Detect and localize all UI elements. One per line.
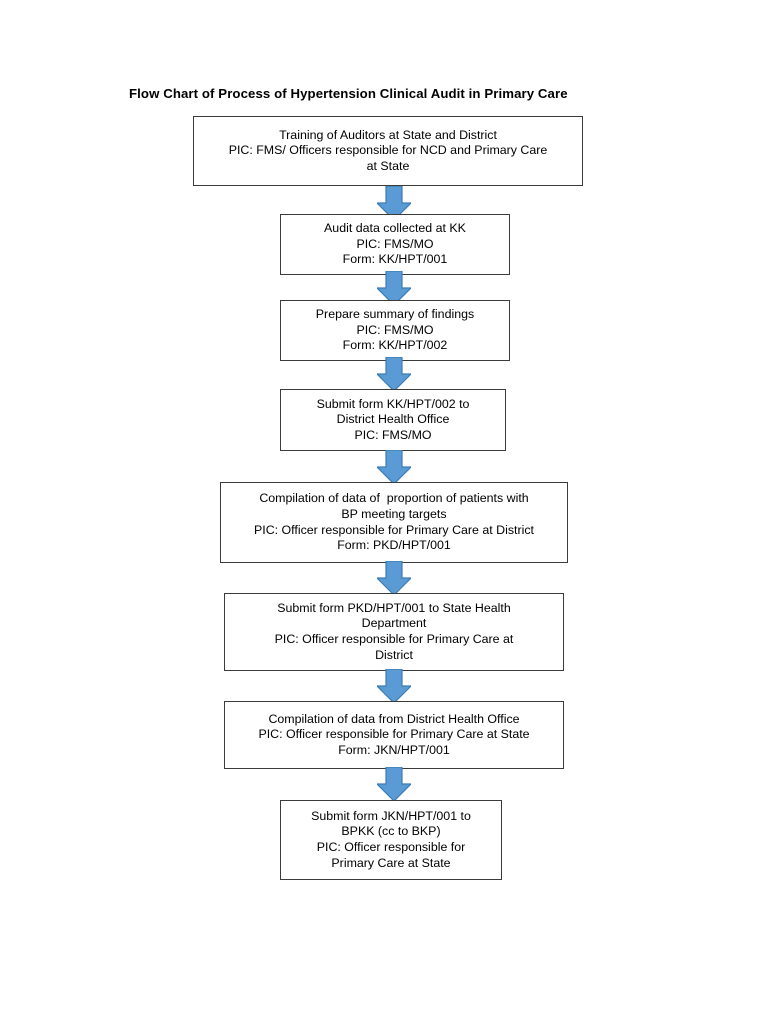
flow-node-7[interactable]: Compilation of data from District Health… bbox=[224, 701, 564, 769]
flow-arrow-4 bbox=[377, 450, 411, 484]
flow-node-7-line-3: Form: JKN/HPT/001 bbox=[338, 742, 450, 757]
flow-node-8-line-3: PIC: Officer responsible for bbox=[316, 840, 466, 854]
flow-node-6-line-2: Department bbox=[361, 616, 427, 631]
flow-node-3-line-2: PIC: FMS/MO bbox=[356, 322, 434, 337]
flow-node-4-line-3: PIC: FMS/MO bbox=[354, 427, 432, 442]
flow-node-6[interactable]: Submit form PKD/HPT/001 to State Health … bbox=[224, 593, 564, 671]
flow-node-8-line-4: Primary Care at State bbox=[331, 855, 451, 870]
flow-node-3-line-1: Prepare summary of findings bbox=[315, 307, 475, 322]
flow-node-1-line-3: at State bbox=[366, 158, 410, 173]
flow-node-4[interactable]: Submit form KK/HPT/002 to District Healt… bbox=[280, 389, 506, 451]
page-title: Flow Chart of Process of Hypertension Cl… bbox=[129, 86, 568, 101]
flow-node-3-line-3: Form: KK/HPT/002 bbox=[342, 338, 448, 353]
flow-node-8-line-2: BPKK (cc to BKP) bbox=[341, 824, 441, 839]
flow-node-4-line-1: Submit form KK/HPT/002 to bbox=[316, 396, 470, 411]
flow-node-8-line-1: Submit form JKN/HPT/001 to bbox=[311, 808, 471, 823]
flow-node-2-line-2: PIC: FMS/MO bbox=[356, 236, 434, 251]
flow-node-2-line-1: Audit data collected at KK bbox=[324, 221, 466, 236]
flow-arrow-7 bbox=[377, 767, 411, 801]
flow-node-2[interactable]: Audit data collected at KK PIC: FMS/MO F… bbox=[280, 214, 510, 275]
flow-node-6-line-4: District bbox=[375, 647, 413, 662]
flow-node-8[interactable]: Submit form JKN/HPT/001 to BPKK (cc to B… bbox=[280, 800, 502, 880]
flow-node-6-line-1: Submit form PKD/HPT/001 to State Health bbox=[277, 600, 511, 615]
flow-node-5-line-1: Compilation of data of proportion of pat… bbox=[259, 491, 529, 506]
flow-node-5-line-4: Form: PKD/HPT/001 bbox=[337, 538, 451, 553]
flow-arrow-2 bbox=[377, 271, 411, 305]
flow-arrow-1 bbox=[377, 186, 411, 220]
flow-node-3[interactable]: Prepare summary of findings PIC: FMS/MO … bbox=[280, 300, 510, 361]
flow-node-5-line-3: PIC: Officer responsible for Primary Car… bbox=[253, 522, 534, 537]
flow-arrow-3 bbox=[377, 357, 411, 391]
flow-node-2-line-3: Form: KK/HPT/001 bbox=[342, 252, 448, 267]
flow-node-5[interactable]: Compilation of data of proportion of pat… bbox=[220, 482, 568, 563]
flow-node-7-line-2: PIC: Officer responsible for Primary Car… bbox=[258, 727, 530, 742]
flow-node-6-line-3: PIC: Officer responsible for Primary Car… bbox=[274, 632, 514, 646]
flow-node-5-line-2: BP meeting targets bbox=[341, 506, 447, 521]
flow-node-1[interactable]: Training of Auditors at State and Distri… bbox=[193, 116, 583, 186]
flow-arrow-5 bbox=[377, 561, 411, 595]
flow-node-1-line-2: PIC: FMS/ Officers responsible for NCD a… bbox=[228, 143, 548, 158]
flow-node-7-line-1: Compilation of data from District Health… bbox=[268, 711, 520, 726]
flow-node-1-line-1: Training of Auditors at State and Distri… bbox=[279, 127, 497, 142]
flow-arrow-6 bbox=[377, 669, 411, 703]
flow-node-4-line-2: District Health Office bbox=[336, 412, 450, 427]
